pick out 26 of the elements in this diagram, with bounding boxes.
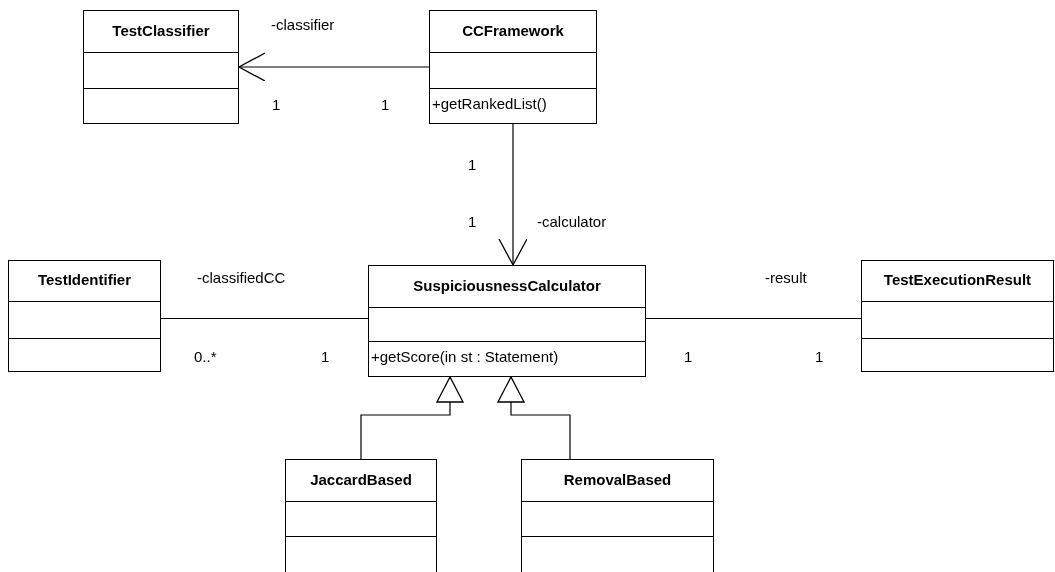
class-name: RemovalBased [562, 470, 673, 488]
class-name: TestClassifier [111, 21, 211, 39]
class-name: TestIdentifier [36, 271, 133, 288]
class-name: CCFramework [461, 21, 565, 39]
association-arrow [238, 52, 430, 82]
class-box [429, 10, 597, 124]
role-label: -result [764, 269, 808, 286]
association-line [160, 317, 369, 320]
role-label: -classifier [270, 16, 336, 33]
generalization-arrow [497, 376, 571, 460]
class-name: JaccardBased [309, 470, 413, 488]
association-line [645, 317, 862, 320]
role-label: -calculator [536, 213, 608, 230]
method-signature: +getRankedList() [432, 95, 547, 112]
class-box [861, 260, 1054, 372]
method-signature: +getScore(in st : Statement) [371, 348, 559, 365]
class-box [83, 10, 239, 124]
role-label: -classifiedCC [196, 269, 287, 286]
class-box [285, 459, 437, 572]
association-arrow [498, 123, 528, 266]
class-name: SuspiciousnessCalculator [412, 276, 602, 294]
class-box [521, 459, 714, 572]
class-name: TestExecutionResult [882, 271, 1033, 288]
class-box [368, 265, 646, 377]
class-box [8, 260, 161, 372]
generalization-arrow [360, 376, 464, 460]
